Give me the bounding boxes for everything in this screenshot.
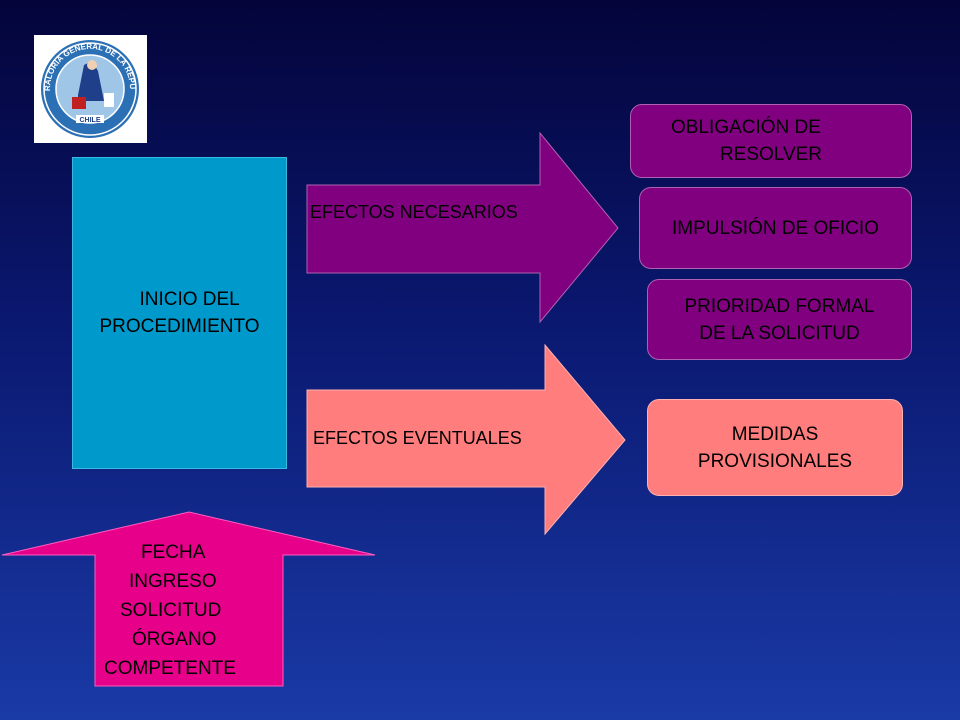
fecha-line: COMPETENTE xyxy=(104,658,236,679)
arrow-efectos-necesarios xyxy=(306,131,619,324)
inicio-label-line2: PROCEDIMIENTO xyxy=(99,316,260,337)
effect-label-line2: DE LA SOLICITUD xyxy=(699,322,860,344)
logo: CONTRALORIA GENERAL DE LA REPUBLICA CHIL… xyxy=(31,28,147,143)
fecha-ingreso-text: FECHA INGRESO SOLICITUD ÓRGANO COMPETENT… xyxy=(104,538,236,683)
effect-label-line2: RESOLVER xyxy=(719,144,823,165)
effect-prioridad-formal: PRIORIDAD FORMAL DE LA SOLICITUD xyxy=(647,279,912,360)
fecha-line: INGRESO xyxy=(129,571,217,592)
effect-label-line2: PROVISIONALES xyxy=(697,450,853,472)
arrow-fecha-ingreso xyxy=(1,511,376,687)
arrow-label-necesarios: EFECTOS NECESARIOS xyxy=(310,202,518,222)
effect-label-line1: MEDIDAS xyxy=(731,423,819,445)
effect-impulsion-oficio: IMPULSIÓN DE OFICIO xyxy=(639,187,912,269)
arrow-label-eventuales: EFECTOS EVENTUALES xyxy=(313,428,522,448)
effect-label-line1: PRIORIDAD FORMAL xyxy=(684,295,875,317)
effect-medidas-provisionales: MEDIDAS PROVISIONALES xyxy=(647,399,903,496)
effect-label-line1: IMPULSIÓN DE OFICIO xyxy=(672,217,879,239)
effect-obligacion-resolver: OBLIGACIÓN DE RESOLVER xyxy=(630,104,912,178)
arrow-efectos-eventuales xyxy=(306,343,626,536)
fecha-line: FECHA xyxy=(141,542,206,563)
seal-country: CHILE xyxy=(80,117,101,124)
inicio-label-line1: INICIO DEL xyxy=(139,289,240,310)
fecha-line: ÓRGANO xyxy=(132,629,217,650)
fecha-line: SOLICITUD xyxy=(120,600,222,621)
effect-label-line1: OBLIGACIÓN DE xyxy=(671,117,821,138)
seal-icon: CONTRALORIA GENERAL DE LA REPUBLICA CHIL… xyxy=(31,28,139,138)
inicio-procedimiento-box: INICIO DEL PROCEDIMIENTO xyxy=(72,157,287,469)
